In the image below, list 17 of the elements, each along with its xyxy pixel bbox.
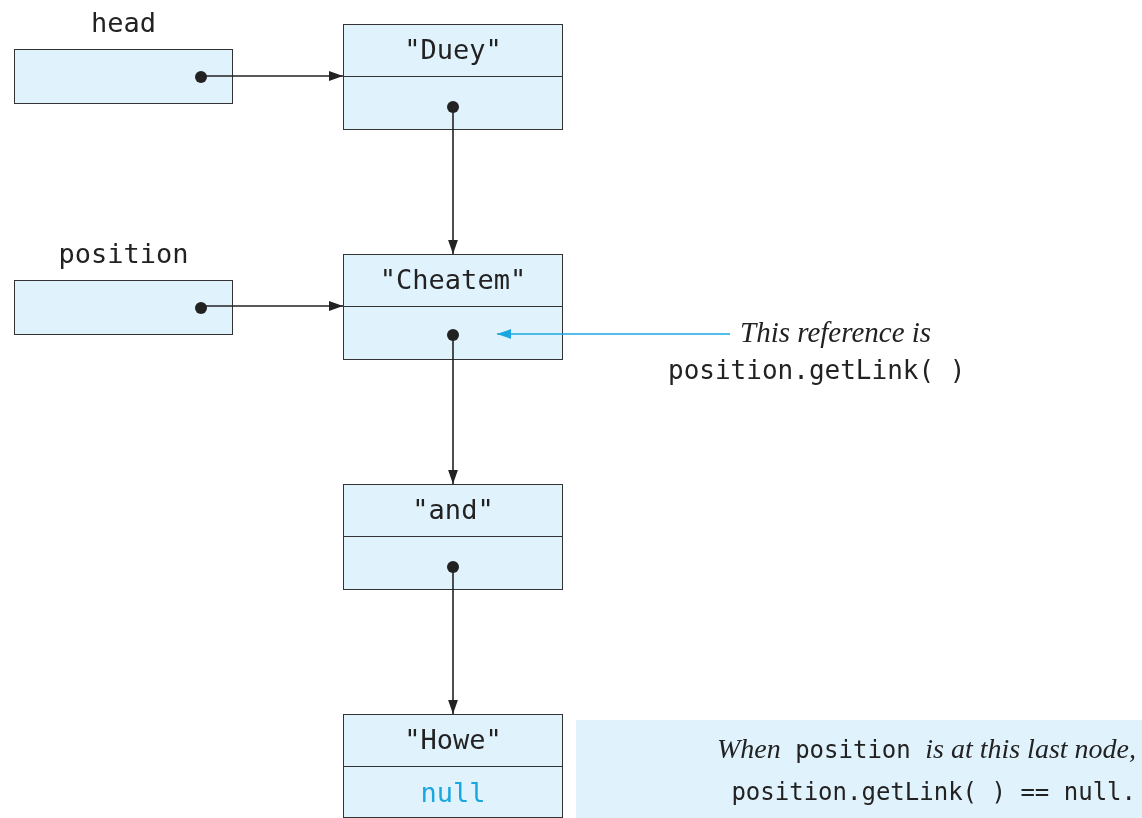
list-node-box [343, 484, 563, 590]
node-data: "Duey" [344, 25, 562, 77]
variable-name: head [90, 8, 157, 40]
code-text: position.getLink( ) == null. [730, 777, 1136, 808]
leader-arrow [496, 329, 731, 339]
variable-name: position [57, 239, 190, 271]
null-link: null [419, 776, 487, 810]
note-text: When position is at this last node, [715, 732, 1136, 766]
node-data: "Howe" [344, 715, 562, 767]
annotation-text: This reference is [740, 316, 933, 349]
note-panel [576, 720, 1142, 818]
list-node-box [343, 24, 563, 130]
list-node-box [343, 714, 563, 818]
node-data: "and" [344, 485, 562, 537]
node-data: "Cheatem" [344, 255, 562, 307]
code-text: position.getLink( ) [668, 355, 967, 385]
list-node-box [343, 254, 563, 360]
